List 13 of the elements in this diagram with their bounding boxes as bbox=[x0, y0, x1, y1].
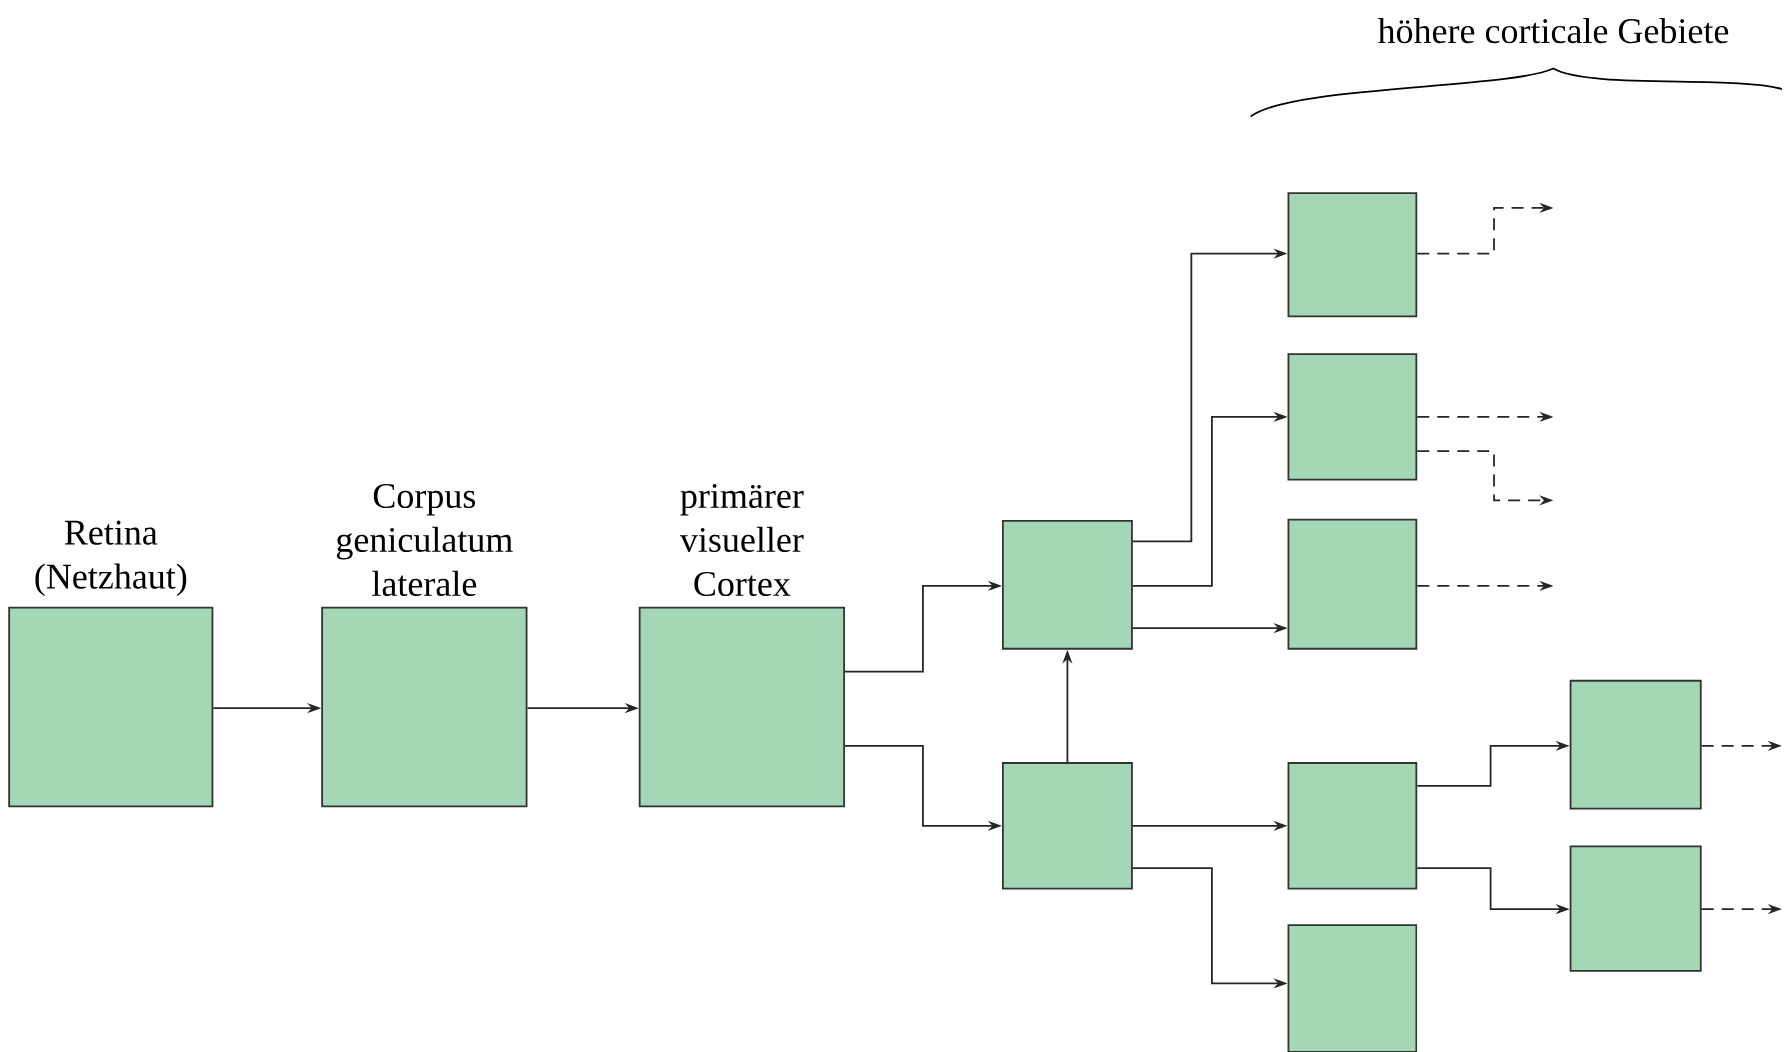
box bbox=[1287, 353, 1418, 481]
box bbox=[1569, 845, 1702, 972]
box-heading: Retina (Netzhaut) bbox=[35, 520, 187, 597]
box bbox=[1287, 518, 1418, 650]
box bbox=[1287, 192, 1418, 318]
box bbox=[1002, 519, 1133, 650]
group-label: höhere corticale Gebiete bbox=[1377, 17, 1729, 44]
box-heading: primärer visueller Cortex bbox=[679, 483, 804, 597]
box bbox=[1002, 762, 1133, 890]
box bbox=[1287, 762, 1418, 890]
box bbox=[1569, 679, 1702, 810]
box-heading: Corpus geniculatum laterale bbox=[336, 483, 513, 597]
box bbox=[1287, 924, 1418, 1052]
